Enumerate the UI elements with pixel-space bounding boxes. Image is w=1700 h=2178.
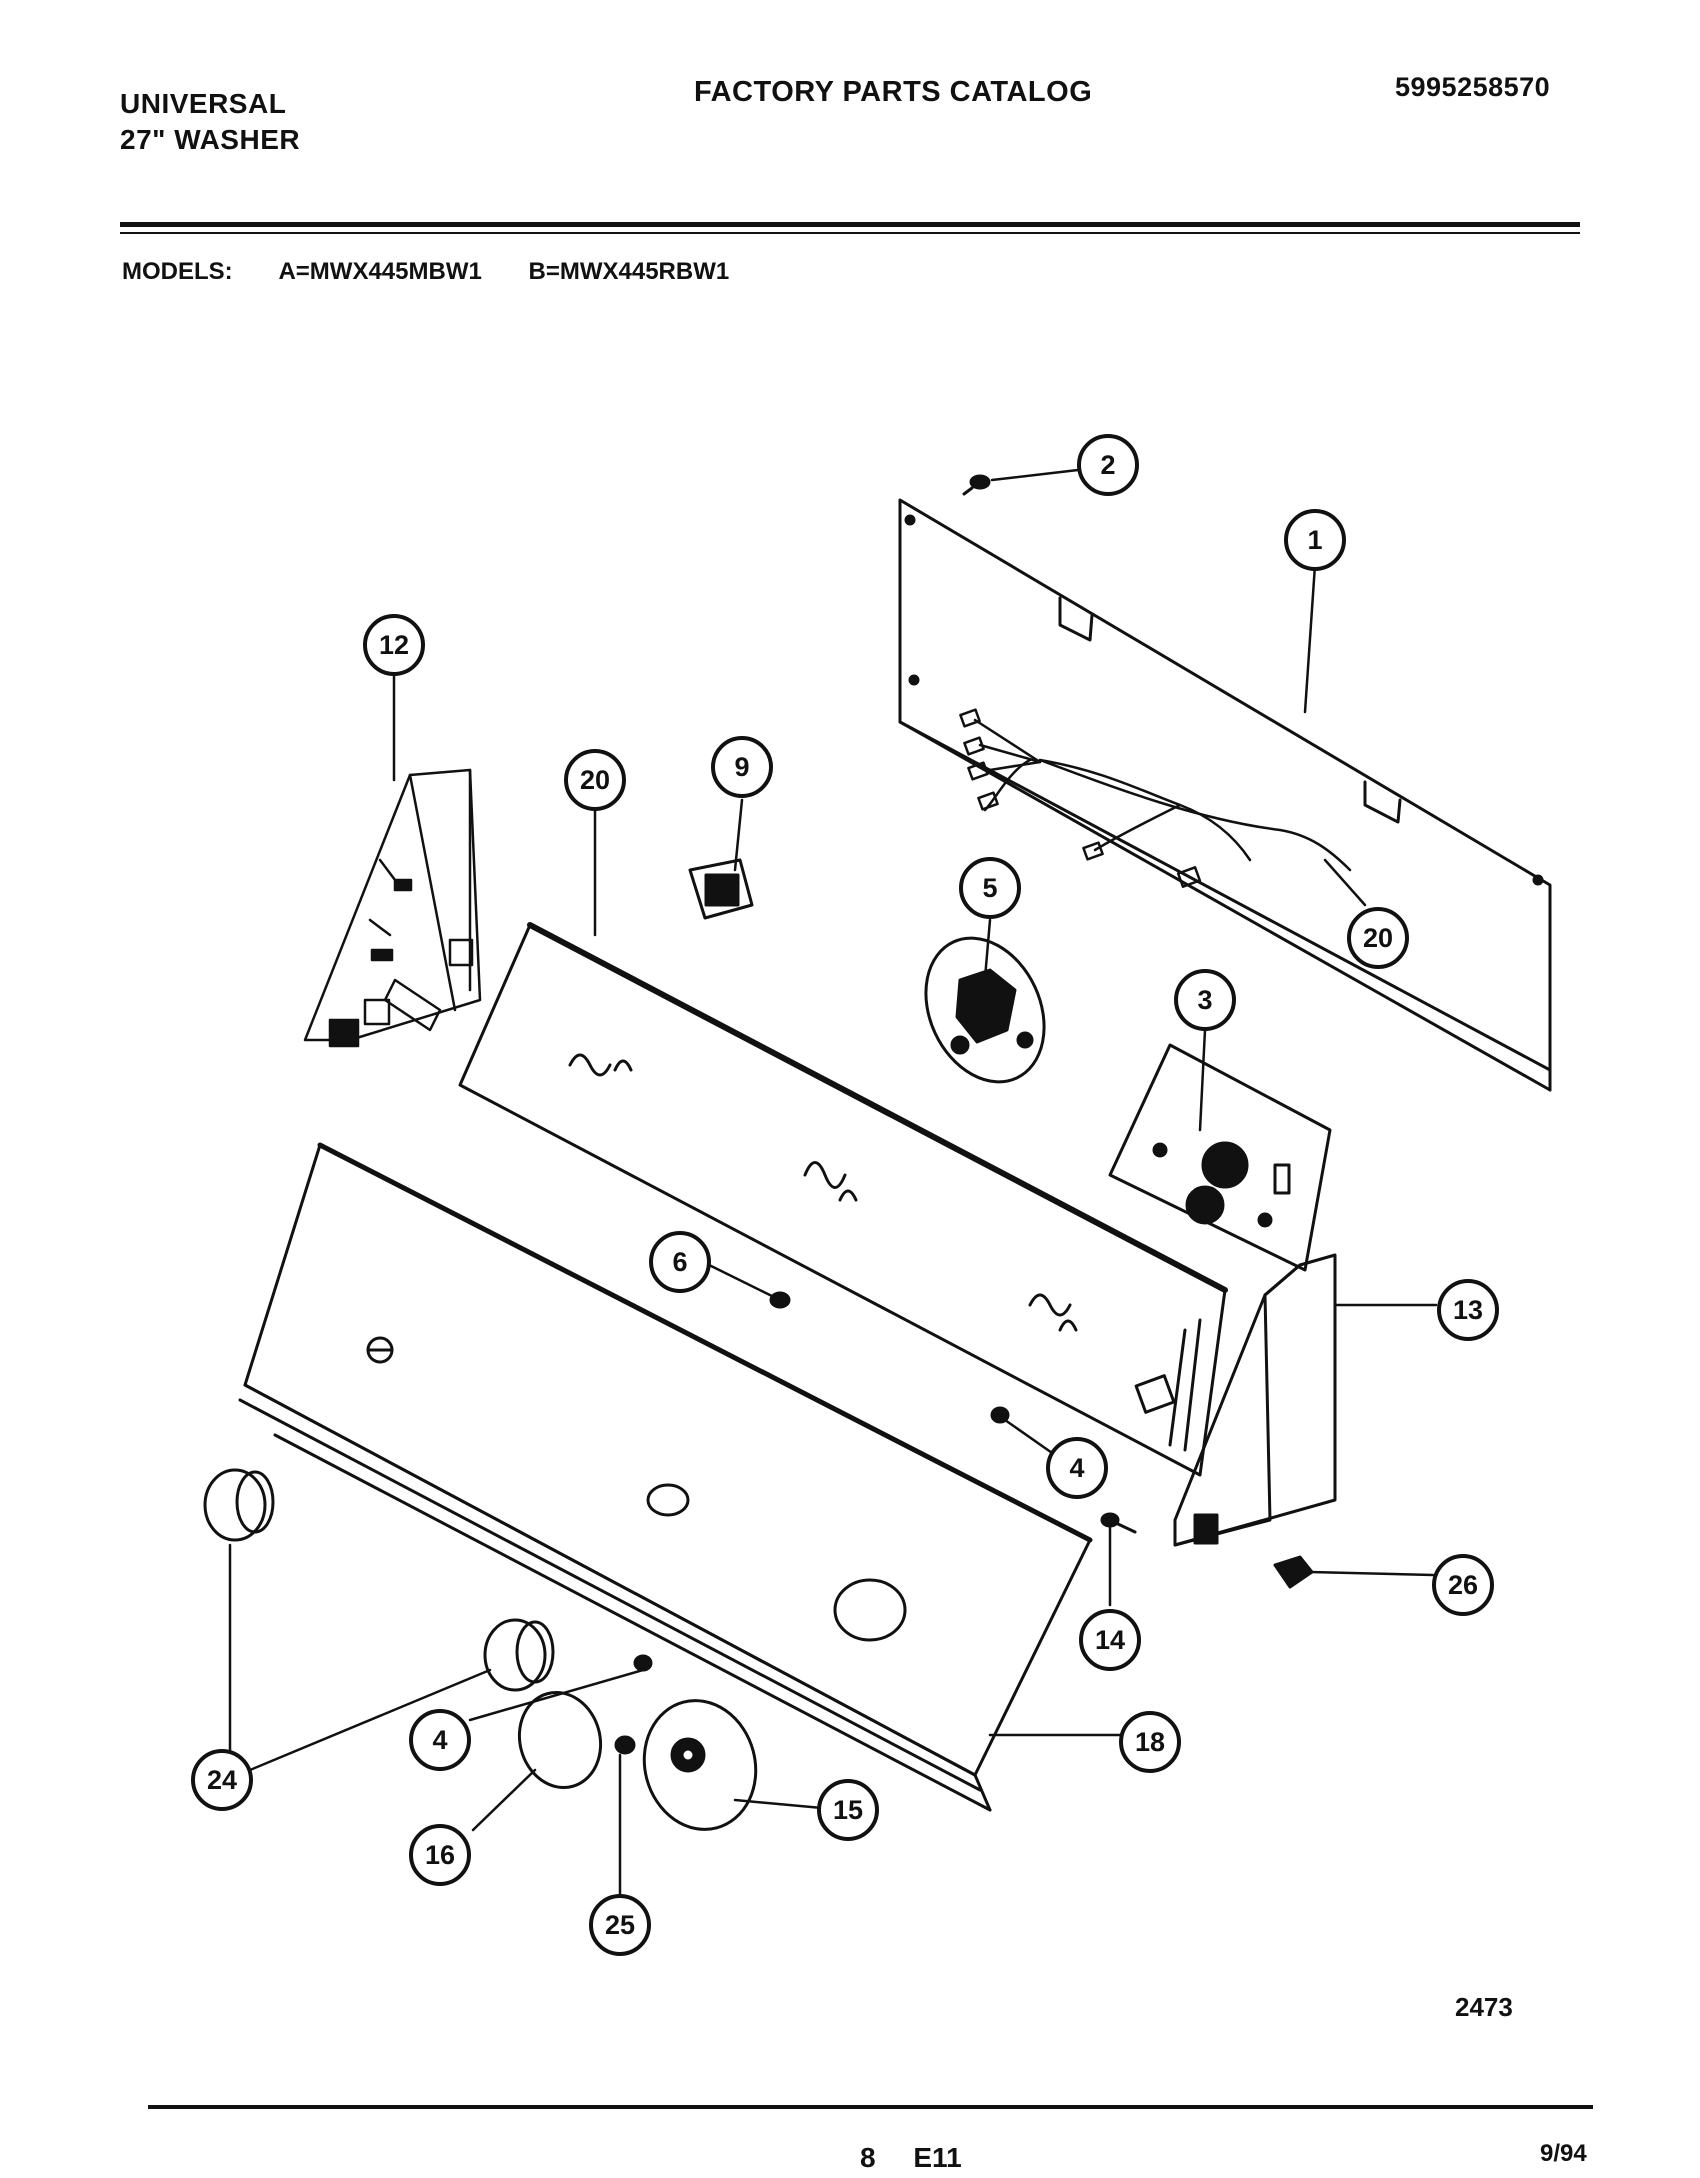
footer-rule <box>148 2105 1593 2109</box>
callout-18: 18 <box>1135 1727 1165 1757</box>
callout-26: 26 <box>1448 1570 1478 1600</box>
figure-number: 2473 <box>1455 1992 1513 2022</box>
catalog-title: FACTORY PARTS CATALOG <box>694 76 1093 108</box>
callout-1: 1 <box>1307 525 1322 555</box>
model-b: B=MWX445RBW1 <box>528 258 730 285</box>
callout-6: 6 <box>672 1247 687 1277</box>
dial-part-15 <box>642 1699 758 1831</box>
brand-line-1: UNIVERSAL <box>120 88 287 119</box>
callout-5: 5 <box>982 873 997 903</box>
models-row: MODELS: A=MWX445MBW1 B=MWX445RBW1 <box>122 258 769 286</box>
screw-part-4-upper <box>990 1406 1010 1424</box>
callout-15: 15 <box>833 1795 863 1825</box>
callout-25: 25 <box>605 1910 635 1940</box>
callout-24: 24 <box>207 1765 237 1795</box>
brand-line-2: 27" WASHER <box>120 124 301 155</box>
model-a: A=MWX445MBW1 <box>278 258 482 285</box>
knob-part-24 <box>203 1468 555 1692</box>
callout-4-lower: 4 <box>432 1725 447 1755</box>
brand-block: UNIVERSAL 27" WASHER <box>120 86 300 158</box>
end-cap-part-13 <box>1173 1253 1337 1547</box>
callout-9: 9 <box>734 752 749 782</box>
callout-20: 20 <box>1363 923 1393 953</box>
callout-14: 14 <box>1095 1625 1125 1655</box>
rear-panel-part <box>898 498 1552 1092</box>
header-rule-thin <box>120 232 1580 234</box>
header-rule-thick <box>120 222 1580 227</box>
callout-markers <box>191 434 1499 1956</box>
front-console-part-18 <box>238 1142 1093 1812</box>
callout-4-upper: 4 <box>1069 1453 1084 1483</box>
callout-3: 3 <box>1197 985 1212 1015</box>
clip-part-25 <box>614 1735 636 1755</box>
knob-part-16 <box>517 1690 603 1790</box>
screw-part-4-lower <box>633 1654 653 1672</box>
callout-13: 13 <box>1453 1295 1483 1325</box>
leader-lines <box>228 468 1438 1900</box>
selector-switch-part-5 <box>924 936 1046 1084</box>
page-number: 8 <box>860 2142 876 2173</box>
timer-part-3 <box>1108 1043 1332 1272</box>
callout-2: 2 <box>1100 450 1115 480</box>
wire-harness-part <box>959 708 1352 888</box>
clip-part-26 <box>1273 1555 1314 1589</box>
footer-page: 8 E11 <box>860 2142 992 2174</box>
footer-date: 9/94 <box>1540 2140 1587 2167</box>
callout-16: 16 <box>425 1840 455 1870</box>
document-number: 5995258570 <box>1395 72 1551 102</box>
models-label: MODELS: <box>122 258 233 285</box>
left-bracket-part <box>303 768 482 1048</box>
section-code: E11 <box>913 2142 962 2173</box>
switch-part-9 <box>688 858 754 920</box>
screw-part-14 <box>1100 1512 1137 1534</box>
callout-19: 20 <box>580 765 610 795</box>
control-panel-back-part <box>458 922 1228 1477</box>
screw-part-2 <box>962 474 991 496</box>
callout-12: 12 <box>379 630 409 660</box>
